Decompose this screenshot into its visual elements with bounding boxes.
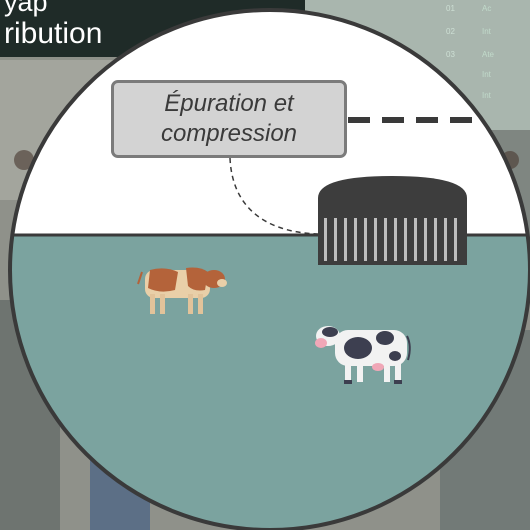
scene-circle-outline: [8, 8, 530, 530]
label-line1: Épuration et: [164, 90, 294, 117]
digester-icon: [318, 176, 467, 265]
connector-curve: [229, 157, 319, 235]
purification-compression-label: Épuration et compression: [111, 80, 347, 158]
slide-list-item: Int: [482, 91, 491, 100]
slide-list-item: Int: [482, 70, 491, 79]
slide-title-line1: yap: [4, 0, 48, 17]
holstein-cow-icon: [315, 326, 411, 384]
brown-cow-icon: [137, 267, 227, 314]
ground-area: [10, 235, 530, 530]
slide-title-line2: ribution: [4, 17, 103, 50]
label-line2: compression: [160, 120, 298, 147]
